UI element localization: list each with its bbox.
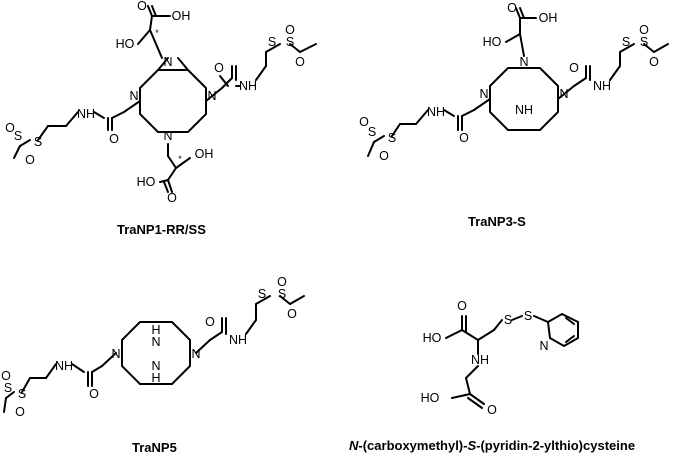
atom-o: O [5,121,15,135]
atom-o: O [295,55,305,69]
atom-o: O [15,405,25,419]
atom-n: N [479,87,488,101]
atom-ho: HO [423,331,442,345]
atom-o: O [507,1,517,15]
atom-n: N [191,347,200,361]
atom-nh: N [151,335,160,349]
molecule-tranp5: N H N H N N O NH S S O O O NH S S O O [1,275,305,419]
caption-cysteine-s: S [467,438,477,453]
stereo-star: * [155,28,159,38]
atom-h: H [151,371,160,385]
atom-o: O [25,153,35,167]
atom-nh: NH [229,333,247,347]
atom-hn: NH [427,105,445,119]
atom-ho: HO [483,35,502,49]
atom-s: S [622,35,630,49]
atom-s: S [258,287,266,301]
atom-s: S [368,125,376,139]
atom-nh: N [151,359,160,373]
atom-o: O [457,299,467,313]
atom-n: N [519,55,528,69]
atom-o: O [285,23,295,37]
atom-n: N [207,89,216,103]
atom-s: S [286,35,294,49]
atom-hn: NH [515,103,533,117]
atom-s: S [18,387,26,401]
molecule-tranp1: N N N N O OH HO * O NH S S O O O NH S S … [5,0,317,205]
atom-n: N [539,339,548,353]
atom-oh: OH [539,11,558,25]
atom-ho: HO [421,391,440,405]
caption-cysteine-part1: -(carboxymethyl)- [358,438,468,453]
atom-s: S [268,35,276,49]
atom-o: O [487,403,497,417]
atom-n: N [163,55,172,69]
atom-o: O [277,275,287,289]
atom-oh: OH [195,147,214,161]
atom-n: N [163,129,172,143]
atom-s: S [34,135,42,149]
atom-o: O [287,307,297,321]
atom-o: O [89,387,99,401]
atom-hn: NH [77,107,95,121]
caption-cysteine-part2: -(pyridin-2-ylthio)cysteine [476,438,636,453]
caption-cysteine-n: N [349,438,359,453]
atom-o: O [359,115,369,129]
atom-n: N [559,87,568,101]
atom-s: S [14,129,22,143]
atom-s: S [278,287,286,301]
atom-o: O [1,369,11,383]
atom-o: O [459,131,469,145]
atom-o: O [639,23,649,37]
atom-nh: NH [593,79,611,93]
atom-s: S [4,381,12,395]
atom-o: O [167,191,177,205]
atom-oh: OH [172,9,191,23]
caption-tranp1: TraNP1-RR/SS [117,222,206,237]
atom-nh: NH [239,79,257,93]
atom-ho: HO [137,175,156,189]
atom-o: O [205,315,215,329]
atom-o: O [109,132,119,146]
caption-tranp3: TraNP3-S [468,214,526,229]
caption-cysteine: N-(carboxymethyl)-S-(pyridin-2-ylthio)cy… [349,438,635,453]
atom-s: S [388,131,396,145]
atom-o: O [137,0,147,13]
atom-nh: NH [471,353,489,367]
caption-tranp5: TraNP5 [132,440,177,455]
stereo-star: * [178,154,182,164]
molecule-cysteine: O HO S S N NH HO O [421,299,579,417]
atom-s: S [504,313,512,327]
atom-s: S [524,309,532,323]
atom-o: O [649,55,659,69]
atom-hn: NH [55,359,73,373]
molecule-tranp3: N N N NH O OH HO O NH S S O O O NH S S O… [359,1,669,163]
atom-o: O [379,149,389,163]
atom-o: O [214,61,224,75]
atom-n: N [111,347,120,361]
atom-n: N [129,89,138,103]
atom-ho: HO [116,37,135,51]
atom-h: H [151,323,160,337]
atom-s: S [640,35,648,49]
atom-o: O [569,61,579,75]
